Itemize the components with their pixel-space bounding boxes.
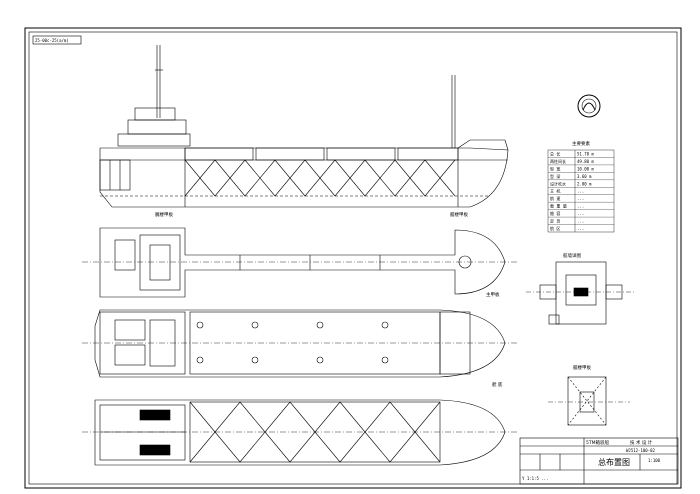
deck-plan-upper — [82, 227, 518, 298]
scale-text: 1:100 — [648, 458, 661, 463]
company-logo — [577, 94, 601, 118]
main-title: 总布置图 — [598, 457, 630, 467]
deck-plan-hold — [82, 399, 518, 466]
particulars-rows: 总 长 51.78 m 两柱间长 49.80 m 型 宽 10.00 m 型 深 3.60 m… — [548, 150, 614, 231]
label-profile-aft: 艉楼甲板 — [155, 211, 173, 218]
particular-name: 两柱间长 — [550, 158, 566, 164]
particular-name: 航 速 — [550, 195, 560, 201]
particulars-title: 主要要素 — [572, 140, 590, 147]
label-main-deck: 主甲板 — [486, 291, 500, 298]
particular-value: 2.80 m — [577, 181, 592, 186]
label-side-view-a: 舷墙详图 — [563, 252, 581, 259]
particular-value: ... — [577, 196, 584, 201]
drawing-number: WJ512-100-02 — [626, 448, 655, 453]
footer-text: Y 1:1:5 ... — [522, 476, 549, 481]
particular-value: 51.78 m — [577, 151, 594, 156]
code-box-text: 25-00c-25(a/m) — [35, 38, 69, 43]
particular-value: ... — [577, 204, 584, 209]
inner-frame — [28, 31, 678, 485]
particular-name: 航 区 — [550, 225, 560, 231]
title-block-upper-right: 技 术 设 计 — [630, 439, 653, 446]
particular-name: 总 长 — [550, 150, 560, 156]
particular-name: 设计吃水 — [550, 180, 566, 186]
title-block — [519, 437, 679, 485]
particular-value: 10.00 m — [577, 166, 594, 171]
particular-value: ... — [577, 211, 584, 216]
particular-value: ... — [577, 226, 584, 231]
profile-view — [99, 45, 509, 208]
particular-name: 型 宽 — [550, 165, 560, 171]
particulars-table — [547, 149, 615, 233]
title-block-upper-left: 5TM箱驳船 — [586, 439, 609, 446]
label-hold-plan: 舱 底 — [492, 381, 503, 388]
particular-value: ... — [577, 189, 584, 194]
code-box — [32, 35, 82, 45]
detail-view-b — [548, 376, 630, 426]
particular-name: 载 重 量 — [550, 203, 567, 209]
particular-value: 3.60 m — [577, 174, 592, 179]
label-profile-fwd: 艏楼甲板 — [450, 211, 468, 218]
detail-view-a — [526, 261, 636, 325]
particular-name: 舱 容 — [550, 210, 560, 216]
particular-name: 型 深 — [550, 173, 560, 179]
label-side-view-b: 艏楼甲板 — [573, 364, 591, 371]
particular-value: 49.80 m — [577, 159, 594, 164]
deck-plan-main — [82, 309, 518, 378]
particular-name: 主 机 — [550, 188, 560, 194]
particular-name: 定 员 — [550, 218, 560, 224]
outer-frame — [24, 27, 682, 489]
particular-value: ... — [577, 219, 584, 224]
